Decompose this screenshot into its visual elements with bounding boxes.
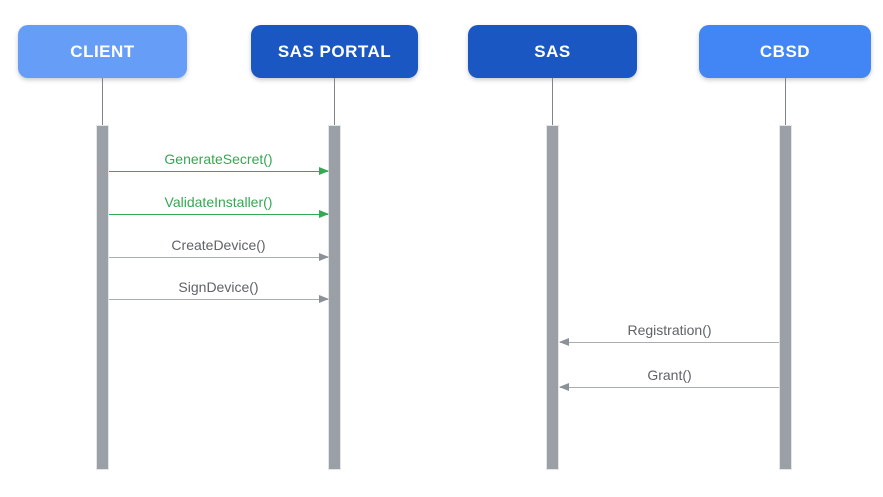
actor-box-cbsd: CBSD bbox=[699, 25, 871, 78]
actor-box-sas: SAS bbox=[468, 25, 637, 78]
arrowhead-icon bbox=[559, 382, 569, 391]
actor-label-sas-portal: SAS PORTAL bbox=[277, 41, 392, 61]
actor-label-cbsd: CBSD bbox=[759, 41, 811, 61]
message-label: Grant() bbox=[647, 367, 692, 383]
arrow-left-icon bbox=[559, 337, 779, 346]
message-generate-secret: GenerateSecret() bbox=[109, 150, 329, 175]
message-grant: Grant() bbox=[559, 366, 779, 391]
lifeline-sas-portal bbox=[333, 78, 335, 125]
arrow-right-icon bbox=[109, 294, 329, 303]
activation-bar-sas bbox=[546, 125, 559, 470]
arrowhead-icon bbox=[559, 337, 569, 346]
message-label: ValidateInstaller() bbox=[164, 194, 273, 210]
message-create-device: CreateDevice() bbox=[109, 236, 329, 261]
message-registration: Registration() bbox=[559, 321, 779, 346]
actor-label-client: CLIENT bbox=[70, 41, 135, 61]
arrowhead-icon bbox=[319, 166, 329, 175]
actor-label-sas: SAS bbox=[534, 41, 571, 61]
activation-bar-client bbox=[96, 125, 109, 470]
message-validate-installer: ValidateInstaller() bbox=[109, 193, 329, 218]
arrow-right-icon bbox=[109, 209, 329, 218]
message-label: GenerateSecret() bbox=[164, 151, 273, 167]
lifeline-sas bbox=[551, 78, 553, 125]
activation-bar-sas-portal bbox=[328, 125, 341, 470]
activation-bar-cbsd bbox=[779, 125, 792, 470]
message-label: Registration() bbox=[627, 322, 712, 338]
arrow-left-icon bbox=[559, 382, 779, 391]
message-sign-device: SignDevice() bbox=[109, 278, 329, 303]
arrow-right-icon bbox=[109, 252, 329, 261]
arrow-right-icon bbox=[109, 166, 329, 175]
actor-box-sas-portal: SAS PORTAL bbox=[251, 25, 418, 78]
arrowhead-icon bbox=[319, 209, 329, 218]
arrowhead-icon bbox=[319, 294, 329, 303]
message-label: CreateDevice() bbox=[171, 237, 266, 253]
message-label: SignDevice() bbox=[178, 279, 259, 295]
arrowhead-icon bbox=[319, 252, 329, 261]
actor-box-client: CLIENT bbox=[18, 25, 187, 78]
lifeline-client bbox=[101, 78, 103, 125]
lifeline-cbsd bbox=[784, 78, 786, 125]
